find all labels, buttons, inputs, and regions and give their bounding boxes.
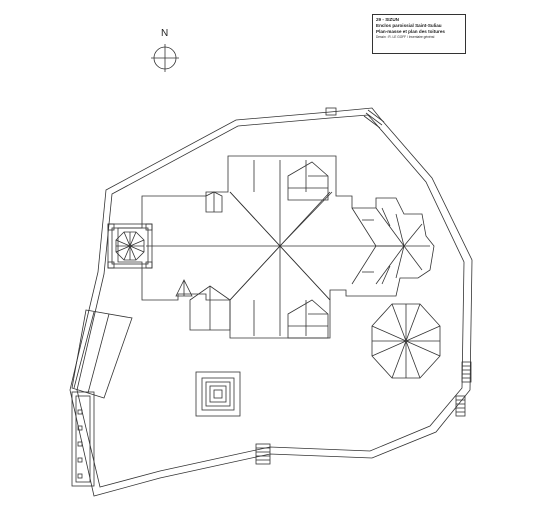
title-block-commune: 29 - SIZUN [376, 17, 399, 22]
gate-north-east [325, 107, 385, 129]
apse [351, 207, 430, 285]
chapel-south-east [287, 299, 329, 339]
calvary [195, 371, 241, 417]
gate-south [255, 443, 271, 465]
title-block-drawing-title: Plan-masse et plan des toitures [376, 29, 445, 34]
north-label: N [161, 28, 169, 39]
octagonal-chapel [371, 303, 441, 379]
title-block: 29 - SIZUN Enclos paroissial Saint-Sulia… [372, 14, 466, 54]
church-outline [117, 155, 435, 339]
bell-tower [107, 223, 153, 269]
title-block-credit: Dessin : R. LE GOFF / Inventaire général [376, 35, 435, 39]
enclosure-wall-outer [69, 107, 473, 497]
ossuary-building [71, 309, 133, 399]
chapel-south-west [189, 285, 231, 331]
north-arrow-icon [151, 44, 179, 72]
enclosure-wall-inner [76, 114, 465, 488]
title-block-site: Enclos paroissial Saint-Suliau [376, 23, 442, 28]
chapel-north-east [287, 161, 329, 201]
porch-north [205, 191, 223, 213]
triumphal-arch [71, 391, 95, 487]
porch-south [175, 279, 193, 297]
gate-east [455, 361, 472, 417]
